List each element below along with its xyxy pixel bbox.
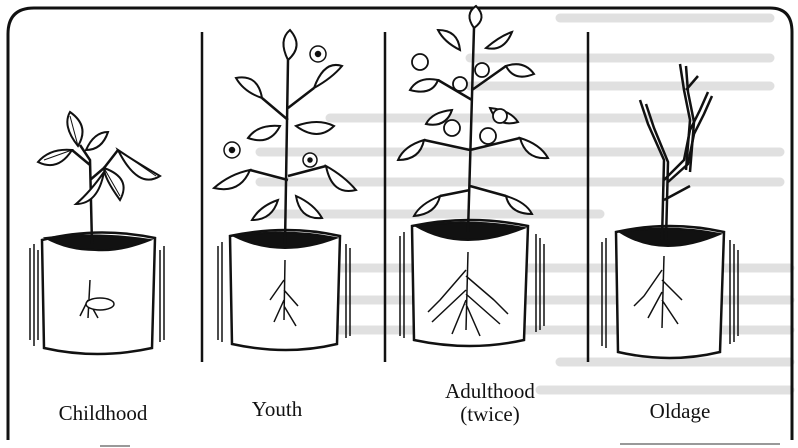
fruits [412, 54, 507, 144]
bottom-texture [100, 444, 780, 446]
nursery-bag [602, 226, 738, 358]
stage-label-text: Oldage [650, 399, 711, 423]
leaves [38, 112, 160, 204]
oldage-plant-illustration [602, 64, 738, 358]
stage-label-text: Childhood [59, 401, 148, 425]
childhood-plant-illustration [30, 112, 164, 354]
stage-label-text: Adulthood [420, 380, 560, 403]
stage-label-childhood: Childhood [38, 402, 168, 425]
stage-label-text: Youth [252, 397, 302, 421]
stage-label-adulthood: Adulthood (twice) [420, 380, 560, 426]
outer-border [8, 8, 792, 440]
youth-plant-illustration [214, 30, 356, 350]
nursery-bag [400, 220, 544, 346]
stage-label-youth: Youth [222, 398, 332, 421]
stage-label-oldage: Oldage [615, 400, 745, 423]
stage-sublabel-text: (twice) [420, 403, 560, 426]
nursery-bag [30, 232, 164, 354]
